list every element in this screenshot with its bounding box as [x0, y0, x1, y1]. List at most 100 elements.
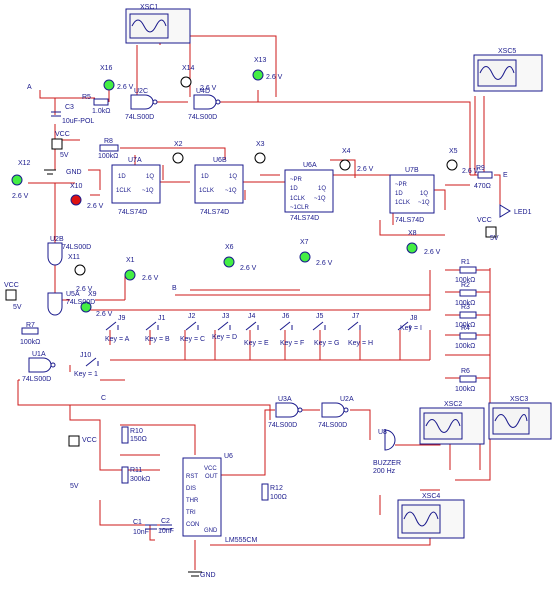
- svg-text:2.6 V: 2.6 V: [12, 193, 29, 200]
- svg-text:J8: J8: [410, 315, 418, 322]
- flipflop-u7a[interactable]: U7A 1D 1Q 1CLK ~1Q 74LS74D: [111, 157, 161, 216]
- vcc-supply-3[interactable]: VCC 5V: [4, 282, 22, 311]
- switch-j4[interactable]: J4 Key = E: [244, 313, 269, 347]
- svg-text:1D: 1D: [395, 191, 403, 197]
- probe-x12[interactable]: X12 2.6 V: [11, 160, 31, 200]
- oscilloscope-xsc3[interactable]: XSC3: [488, 396, 552, 440]
- svg-text:300kΩ: 300kΩ: [130, 476, 150, 483]
- svg-text:100kΩ: 100kΩ: [455, 300, 475, 307]
- gate-u1a[interactable]: U1A 74LS00D: [22, 351, 56, 383]
- capacitor-c1[interactable]: C1 10nF: [133, 519, 157, 536]
- resistor-r3[interactable]: R3 100kΩ: [455, 304, 477, 329]
- resistor-r2[interactable]: R2 100kΩ: [455, 282, 477, 307]
- oscilloscope-xsc2[interactable]: XSC2: [419, 401, 485, 445]
- probe-x2[interactable]: X2: [172, 141, 184, 164]
- svg-text:X3: X3: [256, 141, 265, 148]
- svg-text:2.6 V: 2.6 V: [87, 203, 104, 210]
- resistor-r12[interactable]: R12 100Ω: [261, 483, 287, 501]
- resistor-r4[interactable]: R4 100kΩ: [455, 325, 477, 350]
- flipflop-u7b[interactable]: U7B ~PR 1D 1Q 1CLK ~1Q 74LS74D: [389, 167, 435, 224]
- probe-x4[interactable]: X4 2.6 V: [339, 148, 374, 173]
- probe-x6[interactable]: X6 2.6 V: [223, 244, 257, 272]
- probe-x14[interactable]: X14 2.6 V: [180, 65, 217, 92]
- probe-x10[interactable]: X10 2.6 V: [70, 183, 104, 210]
- svg-text:C2: C2: [161, 518, 170, 525]
- vcc-supply-1[interactable]: VCC 5V: [51, 131, 70, 159]
- vcc-supply-2[interactable]: VCC 5V: [477, 217, 499, 242]
- svg-text:5V: 5V: [60, 152, 69, 159]
- flipflop-u6b[interactable]: U6B 1D 1Q 1CLK ~1Q 74LS74D: [194, 157, 244, 216]
- resistor-r5[interactable]: R5 1.0kΩ: [82, 94, 110, 115]
- gate-u5a[interactable]: U5A 74LS00D: [47, 291, 95, 316]
- probe-x16[interactable]: X16 2.6 V: [100, 65, 134, 91]
- timer-u6[interactable]: U6 VCC RST OUT DIS THR TRI CON GND LM555…: [182, 453, 257, 544]
- switch-j3[interactable]: J3 Key = D: [212, 313, 237, 341]
- resistor-r9[interactable]: R9 470Ω: [474, 165, 493, 190]
- svg-text:10nF: 10nF: [158, 528, 174, 535]
- svg-text:Key = B: Key = B: [145, 336, 170, 343]
- switch-j5[interactable]: J5 Key = G: [312, 313, 339, 347]
- ground-1[interactable]: GND: [44, 169, 82, 176]
- led-1[interactable]: LED1: [499, 204, 532, 218]
- resistor-r6[interactable]: R6 100kΩ: [455, 368, 477, 393]
- switch-j2[interactable]: J2 Key = C: [180, 313, 205, 343]
- svg-text:X11: X11: [68, 254, 80, 261]
- gate-u2b[interactable]: U2B 74LS00D: [47, 236, 91, 266]
- oscilloscope-xsc1[interactable]: XSC1: [125, 4, 191, 44]
- svg-text:U2B: U2B: [50, 236, 64, 243]
- switch-j9[interactable]: J9 Key = A: [105, 315, 130, 343]
- svg-text:GND: GND: [204, 528, 218, 534]
- svg-text:~PR: ~PR: [290, 177, 303, 183]
- gate-u3a[interactable]: U3A 74LS00D: [268, 396, 303, 429]
- flipflop-u6a[interactable]: U6A ~PR 1D 1Q 1CLK ~1Q ~1CLR 74LS74D: [284, 162, 334, 222]
- gate-u4d[interactable]: U4D 74LS00D: [188, 88, 221, 121]
- gate-u2c[interactable]: U2C 74LS00D: [125, 88, 158, 121]
- svg-text:74LS74D: 74LS74D: [118, 209, 147, 216]
- capacitor-c2[interactable]: C2 10nF: [158, 518, 174, 535]
- svg-text:U1A: U1A: [32, 351, 46, 358]
- vcc-supply-4[interactable]: VCC 5V: [68, 435, 97, 490]
- gate-u2a[interactable]: U2A 74LS00D: [318, 396, 354, 429]
- svg-text:Key = E: Key = E: [244, 340, 269, 347]
- probe-x9[interactable]: X9 2.6 V: [80, 291, 113, 318]
- ground-2[interactable]: GND: [188, 571, 216, 579]
- switch-j6[interactable]: J6 Key = F: [279, 313, 304, 347]
- oscilloscope-label: XSC4: [422, 493, 440, 500]
- resistor-r8[interactable]: R8 100kΩ: [98, 138, 119, 160]
- svg-text:2.6 V: 2.6 V: [200, 85, 217, 92]
- svg-text:R5: R5: [82, 94, 91, 101]
- svg-text:U2A: U2A: [340, 396, 354, 403]
- svg-text:U6A: U6A: [303, 162, 317, 169]
- resistor-r1[interactable]: R1 100kΩ: [455, 259, 477, 284]
- svg-text:J6: J6: [282, 313, 290, 320]
- svg-text:74LS74D: 74LS74D: [395, 217, 424, 224]
- oscilloscope-xsc5[interactable]: XSC5: [473, 48, 543, 92]
- resistor-r7[interactable]: R7 100kΩ: [20, 322, 40, 346]
- switch-j8[interactable]: J8 Key = I: [397, 315, 422, 332]
- buzzer-u8[interactable]: U8 BUZZER 200 Hz: [373, 429, 401, 475]
- svg-text:X1: X1: [126, 257, 135, 264]
- probe-x8[interactable]: X8 2.6 V: [406, 230, 441, 256]
- svg-text:LED1: LED1: [514, 209, 532, 216]
- probe-x13[interactable]: X13 2.6 V: [252, 57, 283, 81]
- svg-text:Key = H: Key = H: [348, 340, 373, 347]
- svg-text:2.6 V: 2.6 V: [76, 286, 93, 293]
- probe-x1[interactable]: X1 2.6 V: [124, 257, 159, 282]
- probe-x3[interactable]: X3: [254, 141, 266, 164]
- oscilloscope-xsc4[interactable]: XSC4: [397, 493, 465, 539]
- svg-text:2.6 V: 2.6 V: [357, 166, 374, 173]
- switch-j7[interactable]: J7 Key = H: [347, 313, 373, 347]
- probe-x7[interactable]: X7 2.6 V: [299, 239, 333, 267]
- probe-x11[interactable]: X11 2.6 V: [68, 254, 93, 293]
- capacitor-c3[interactable]: C3 10uF-POL: [51, 104, 94, 125]
- svg-text:B: B: [172, 285, 177, 292]
- switch-j1[interactable]: J1 Key = B: [145, 315, 170, 343]
- switch-j10[interactable]: J10 Key = 1: [74, 352, 99, 378]
- svg-text:10nF: 10nF: [133, 529, 149, 536]
- resistor-r11[interactable]: R11 300kΩ: [121, 466, 150, 484]
- svg-text:GND: GND: [200, 572, 216, 579]
- svg-text:U6B: U6B: [213, 157, 227, 164]
- resistor-r10[interactable]: R10 150Ω: [121, 426, 147, 444]
- probe-x5[interactable]: X5 2.6 V: [446, 148, 479, 175]
